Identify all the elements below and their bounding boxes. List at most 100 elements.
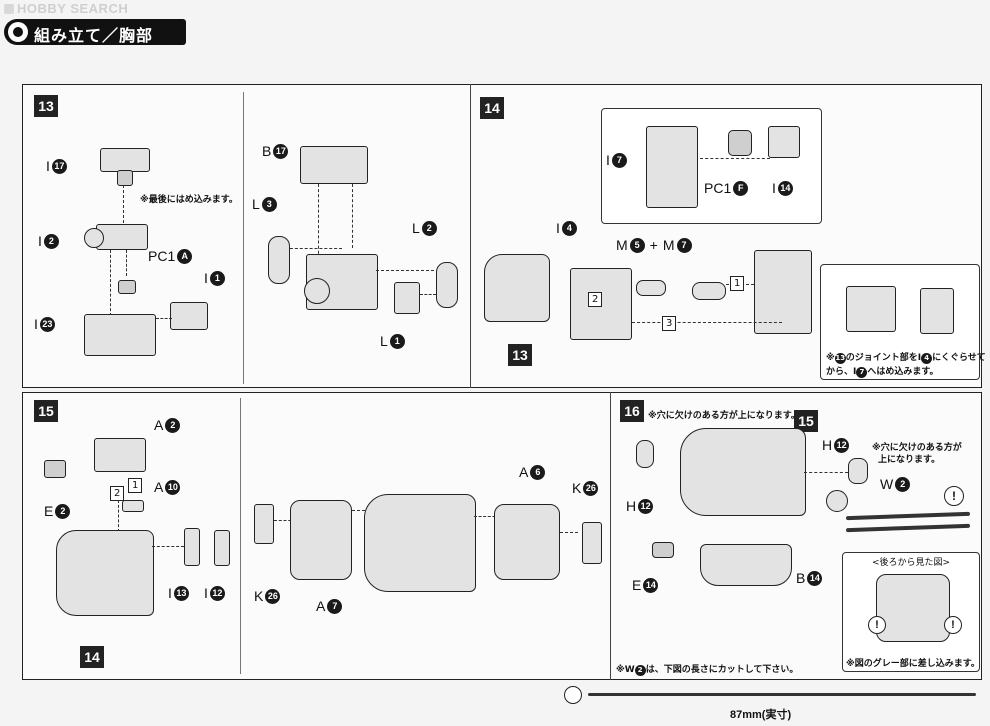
note-hole-top: ※穴に欠けのある方が上になります。 bbox=[648, 411, 800, 421]
part-i7-assembled bbox=[754, 250, 812, 334]
part-joint-detail bbox=[846, 286, 896, 332]
part-m7 bbox=[692, 282, 726, 300]
part-a2 bbox=[94, 438, 146, 472]
section-header: 組み立て／胸部 bbox=[4, 19, 186, 45]
watermark: HOBBY SEARCH bbox=[4, 1, 128, 16]
part-chest-15-assembled bbox=[364, 494, 476, 592]
divider-13-inner bbox=[243, 92, 244, 384]
part-i1 bbox=[170, 302, 208, 330]
scale-label: 87mm(実寸) bbox=[730, 709, 792, 721]
step-box-1: 1 bbox=[730, 276, 745, 291]
part-chest-15 bbox=[56, 530, 154, 616]
part-l2 bbox=[436, 262, 458, 308]
step-box-2: 2 bbox=[588, 292, 603, 307]
part-a10 bbox=[122, 500, 144, 512]
note-last-fit: ※最後にはめ込みます。 bbox=[140, 195, 238, 205]
step-box-2: 2 bbox=[110, 486, 125, 501]
part-rear-view bbox=[876, 574, 950, 642]
part-h12-left bbox=[636, 440, 654, 468]
inset-rear-view-note: ※図のグレー部に差し込みます。 bbox=[846, 659, 980, 669]
part-i23 bbox=[84, 314, 156, 356]
part-a6 bbox=[494, 504, 560, 580]
part-l1 bbox=[394, 282, 420, 314]
scale-rod-icon bbox=[564, 686, 582, 704]
part-a7 bbox=[290, 500, 352, 580]
part-i17 bbox=[100, 148, 150, 172]
part-round-inset bbox=[826, 490, 848, 512]
part-b17 bbox=[300, 146, 368, 184]
step-16-number: 16 bbox=[620, 400, 644, 422]
part-h12-right bbox=[848, 458, 868, 484]
step-14-number: 14 bbox=[480, 97, 504, 119]
part-i12 bbox=[214, 530, 230, 566]
part-l3 bbox=[268, 236, 290, 284]
step-15-number: 15 bbox=[34, 400, 58, 422]
note-hole-right-1: ※穴に欠けのある方が bbox=[872, 443, 962, 453]
hobby-search-logo-icon bbox=[4, 4, 14, 14]
divider-13-14 bbox=[470, 84, 471, 388]
part-i14 bbox=[768, 126, 800, 158]
caution-icon: ! bbox=[944, 486, 964, 506]
divider-15-16 bbox=[610, 392, 611, 680]
part-chest-13-ball bbox=[304, 278, 330, 304]
part-b14 bbox=[700, 544, 792, 586]
part-frame-detail bbox=[920, 288, 954, 334]
ref-step-13: 13 bbox=[508, 344, 532, 366]
part-e2 bbox=[44, 460, 66, 478]
part-i2-ball bbox=[84, 228, 104, 248]
part-i7 bbox=[646, 126, 698, 208]
part-i13 bbox=[184, 528, 200, 566]
page-title: 組み立て／胸部 bbox=[34, 26, 154, 45]
part-k26-right bbox=[582, 522, 602, 564]
part-pc1f bbox=[728, 130, 752, 156]
step-box-1: 1 bbox=[128, 478, 143, 493]
part-chest-14 bbox=[484, 254, 550, 322]
part-e14 bbox=[652, 542, 674, 558]
part-i17-peg bbox=[117, 170, 133, 186]
scale-bar bbox=[588, 693, 976, 696]
gear-icon bbox=[8, 22, 28, 42]
ref-step-14: 14 bbox=[80, 646, 104, 668]
part-m5 bbox=[636, 280, 666, 296]
note-hole-right-2: 上になります。 bbox=[878, 455, 941, 465]
inset-rear-view-title: <後ろから見た図> bbox=[872, 558, 951, 568]
step-13-number: 13 bbox=[34, 95, 58, 117]
part-pc1a bbox=[118, 280, 136, 294]
ref-step-15: 15 bbox=[794, 410, 818, 432]
part-chest-16 bbox=[680, 428, 806, 516]
step-box-3: 3 bbox=[662, 316, 677, 331]
part-k26-left bbox=[254, 504, 274, 544]
caution-icon-right: ! bbox=[944, 616, 962, 634]
